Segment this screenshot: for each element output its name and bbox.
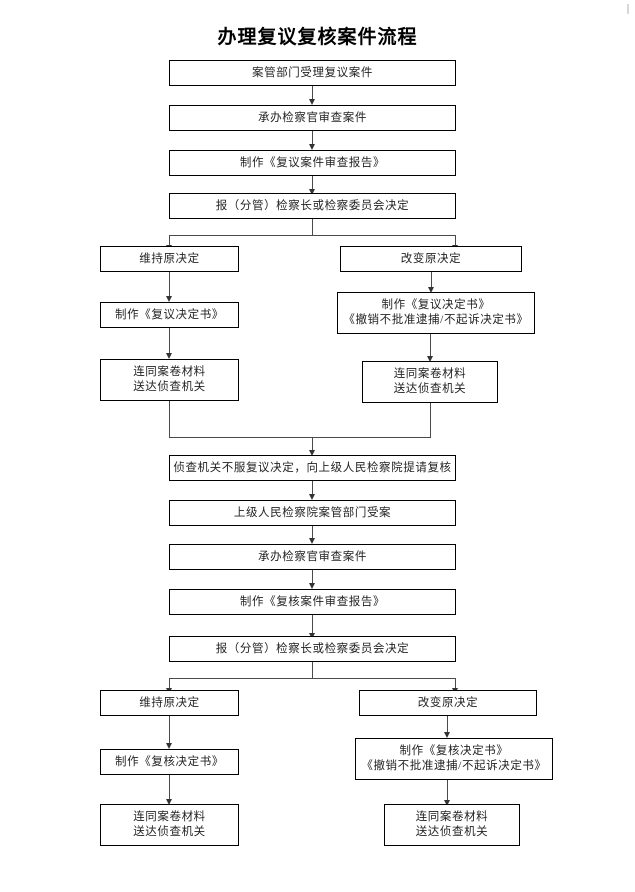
connector-merge-bar <box>169 437 431 438</box>
node-label: 承办检察官审查案件 <box>258 111 367 124</box>
arrow-n16-n18 <box>166 743 172 749</box>
node-n12[interactable]: 上级人民检察院案管部门受案 <box>169 500 456 526</box>
page-edge-marker <box>627 4 629 14</box>
node-n17[interactable]: 改变原决定 <box>359 690 537 716</box>
node-n1[interactable]: 案管部门受理复议案件 <box>169 60 456 86</box>
connector-line-n17-n19 <box>447 716 448 734</box>
node-label-line2: 《撤销不批准逮捕/不起诉决定书》 <box>343 314 529 326</box>
connector-line-n5-n7 <box>169 272 170 298</box>
arrow-n18-n20 <box>166 799 172 805</box>
node-label-line2: 《撤销不批准逮捕/不起诉决定书》 <box>361 760 547 772</box>
page-title: 办理复议复核案件流程 <box>217 27 418 48</box>
connector-line-n1-n2 <box>312 86 313 101</box>
connector-line-n18-n20 <box>169 775 170 801</box>
node-label-line1: 制作《复议决定书》 <box>381 299 491 311</box>
connector-line-n14-n15 <box>312 615 313 635</box>
node-label: 制作《复议决定书》 <box>115 308 224 321</box>
node-label-line1: 连同案卷材料 <box>393 368 467 380</box>
node-n7[interactable]: 制作《复议决定书》 <box>100 302 239 328</box>
node-n15[interactable]: 报（分管）检察长或检察委员会决定 <box>169 636 456 662</box>
connector-line-n7-n9 <box>169 328 170 355</box>
arrow-n11-n12 <box>309 494 315 500</box>
arrow-n13-n14 <box>309 583 315 589</box>
node-label: 制作《复核案件审查报告》 <box>239 595 386 608</box>
arrow-n5-n7 <box>166 296 172 302</box>
connector-line-n12-n13 <box>312 526 313 540</box>
arrow-n19-n21 <box>444 800 450 806</box>
arrow-n6-n8 <box>428 287 434 293</box>
node-label: 制作《复议案件审查报告》 <box>239 156 386 169</box>
node-n5[interactable]: 维持原决定 <box>100 246 239 272</box>
node-n4[interactable]: 报（分管）检察长或检察委员会决定 <box>169 193 456 219</box>
arrow-n2-n3 <box>309 144 315 150</box>
arrow-n12-n13 <box>309 538 315 544</box>
connector-n15-to-left <box>169 678 170 690</box>
node-label: 制作《复核决定书》 <box>115 755 224 768</box>
node-label: 改变原决定 <box>417 696 479 709</box>
node-n19[interactable]: 制作《复核决定书》 《撤销不批准逮捕/不起诉决定书》 <box>355 738 553 780</box>
node-label: 侦查机关不服复议决定，向上级人民检察院提请复核 <box>173 461 452 474</box>
node-label-line1: 连同案卷材料 <box>415 811 489 823</box>
arrow-n8-n10 <box>427 356 433 362</box>
connector-n4-to-left <box>169 235 170 247</box>
node-n9[interactable]: 连同案卷材料 送达侦查机关 <box>100 359 239 401</box>
node-label-line1: 制作《复核决定书》 <box>399 745 509 757</box>
connector-line-n3-n4 <box>312 176 313 191</box>
node-n2[interactable]: 承办检察官审查案件 <box>169 105 456 131</box>
arrow-n1-n2 <box>309 99 315 105</box>
connector-line-n11-n12 <box>312 481 313 496</box>
connector-n15-split-stem <box>312 662 313 679</box>
node-n6[interactable]: 改变原决定 <box>340 246 522 272</box>
node-label-line2: 送达侦查机关 <box>393 383 467 395</box>
connector-n4-to-right <box>455 235 456 247</box>
connector-merge-to-n11 <box>312 437 313 452</box>
node-label: 承办检察官审查案件 <box>258 550 367 563</box>
node-label: 改变原决定 <box>400 252 462 265</box>
connector-line-n13-n14 <box>312 570 313 585</box>
node-label: 报（分管）检察长或检察委员会决定 <box>215 642 410 655</box>
connector-n10-merge-stem <box>430 403 431 438</box>
connector-n15-to-right <box>455 678 456 690</box>
connector-n9-merge-stem <box>169 401 170 438</box>
node-label-line1: 连同案卷材料 <box>133 366 206 378</box>
node-n3[interactable]: 制作《复议案件审查报告》 <box>169 150 456 176</box>
node-label-line2: 送达侦查机关 <box>415 826 489 838</box>
node-n10[interactable]: 连同案卷材料 送达侦查机关 <box>362 361 498 403</box>
node-label-line2: 送达侦查机关 <box>133 826 206 838</box>
arrow-n7-n9 <box>166 353 172 359</box>
node-label-line1: 连同案卷材料 <box>133 811 206 823</box>
node-n18[interactable]: 制作《复核决定书》 <box>100 749 239 775</box>
node-n20[interactable]: 连同案卷材料 送达侦查机关 <box>100 804 239 846</box>
node-label: 维持原决定 <box>139 252 200 265</box>
node-n14[interactable]: 制作《复核案件审查报告》 <box>169 589 456 615</box>
node-label: 维持原决定 <box>139 696 200 709</box>
connector-line-n19-n21 <box>447 780 448 802</box>
arrow-n17-n19 <box>444 732 450 738</box>
node-n8[interactable]: 制作《复议决定书》 《撤销不批准逮捕/不起诉决定书》 <box>337 292 535 334</box>
connector-line-n6-n8 <box>431 272 432 289</box>
node-label: 案管部门受理复议案件 <box>252 66 373 79</box>
connector-line-n16-n18 <box>169 716 170 745</box>
connector-n4-split-bar <box>169 235 456 236</box>
node-n16[interactable]: 维持原决定 <box>100 690 239 716</box>
connector-n4-split-stem <box>312 219 313 236</box>
connector-line-n2-n3 <box>312 131 313 146</box>
node-label: 上级人民检察院案管部门受案 <box>233 506 392 519</box>
node-label: 报（分管）检察长或检察委员会决定 <box>215 199 410 212</box>
node-n13[interactable]: 承办检察官审查案件 <box>169 544 456 570</box>
arrow-n3-n4 <box>309 189 315 195</box>
node-n21[interactable]: 连同案卷材料 送达侦查机关 <box>384 804 520 846</box>
connector-line-n8-n10 <box>430 334 431 358</box>
node-label-line2: 送达侦查机关 <box>133 381 206 393</box>
connector-n15-split-bar <box>169 678 456 679</box>
node-n11[interactable]: 侦查机关不服复议决定，向上级人民检察院提请复核 <box>169 455 456 481</box>
arrow-merge-n11 <box>309 450 315 456</box>
